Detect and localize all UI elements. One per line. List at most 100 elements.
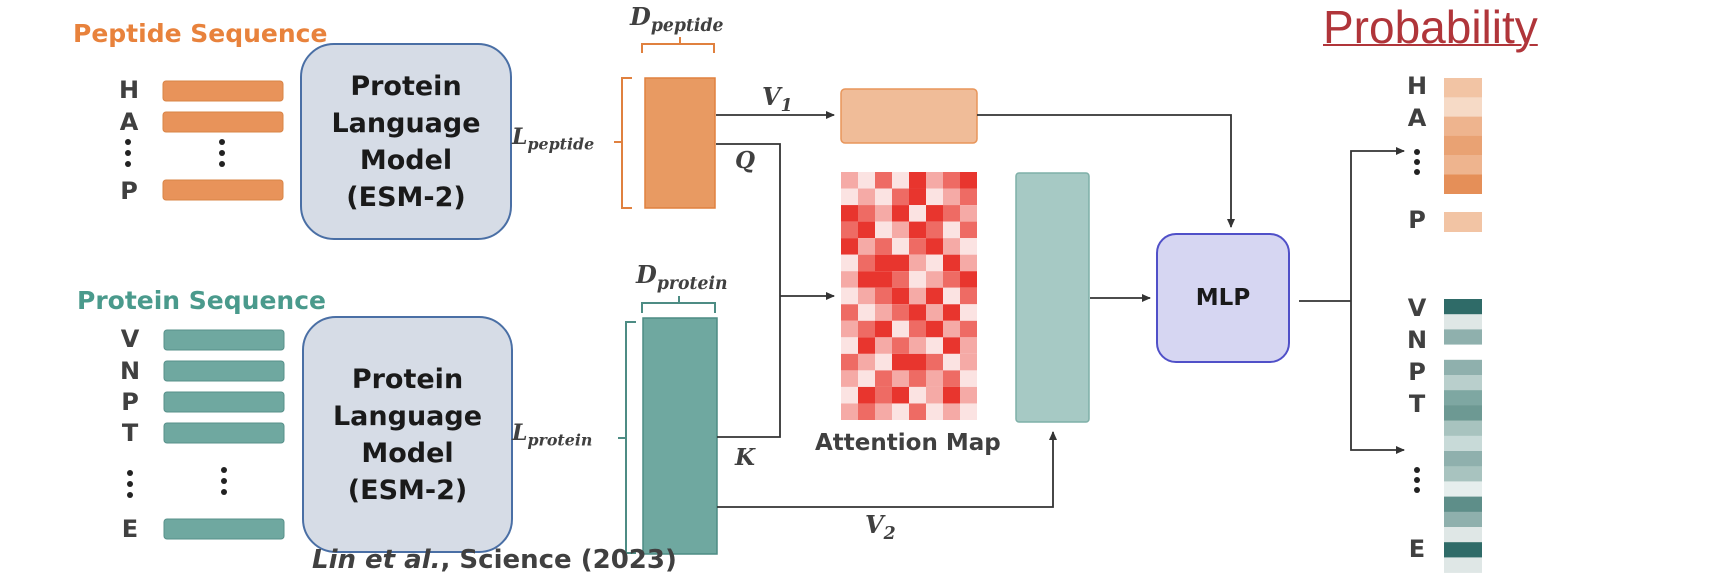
- attention-cell: [875, 386, 892, 404]
- connector-arrows: [716, 111, 1405, 508]
- v1-to-mlp-arrow: [977, 114, 1235, 228]
- peptide-token-bars: [162, 80, 284, 201]
- protein-probability-cell: [1444, 375, 1482, 391]
- attention-cell: [909, 370, 926, 387]
- attention-cell: [875, 370, 892, 387]
- protein-token-bar: [163, 518, 285, 540]
- peptide-output-arrow: [1350, 147, 1405, 301]
- plm-top-line3: Model: [359, 144, 453, 176]
- plm-bottom-line1: Protein: [351, 363, 464, 395]
- k-line: [717, 296, 781, 438]
- protein-probability-bar: [1444, 299, 1482, 573]
- plm-top-line2: Language: [331, 107, 481, 139]
- attention-cell: [841, 403, 858, 420]
- attention-cell: [909, 386, 926, 404]
- protein-probability-cell: [1444, 435, 1482, 452]
- attention-cell: [875, 188, 892, 206]
- attention-cell: [875, 205, 892, 222]
- attention-cell: [909, 403, 926, 420]
- attention-cell: [875, 287, 892, 305]
- attention-cell: [892, 304, 909, 321]
- attention-cell: [909, 221, 926, 239]
- v2-sub: 2: [883, 523, 896, 544]
- attention-cell: [960, 287, 977, 305]
- peptide-probability-cell: [1444, 135, 1482, 156]
- attention-cell: [926, 320, 943, 338]
- protein-embedding-matrix: [642, 317, 718, 555]
- prob-protein-letter: T: [1408, 390, 1426, 418]
- protein-probability-cell: [1444, 405, 1482, 421]
- attention-cell: [875, 403, 892, 420]
- attention-cell: [943, 172, 960, 189]
- attention-cell: [926, 254, 943, 272]
- peptide-probability-bar: [1444, 78, 1482, 232]
- prob-peptide-letter: P: [1408, 206, 1426, 234]
- attention-cell: [858, 271, 875, 288]
- d-peptide-sub: peptide: [650, 15, 724, 36]
- attention-cell: [960, 386, 977, 404]
- attention-cell: [926, 238, 943, 255]
- citation-rest: , Science (2023): [440, 545, 677, 575]
- attention-cell: [858, 403, 875, 420]
- attention-cell: [892, 205, 909, 222]
- v1-label: V1: [762, 82, 793, 116]
- v2-base: V: [865, 510, 884, 539]
- protein-letter: T: [121, 419, 139, 447]
- attention-cell: [926, 188, 943, 206]
- attention-cell: [841, 221, 858, 239]
- attention-cell: [892, 238, 909, 255]
- attention-cell: [943, 370, 960, 387]
- attention-cell: [841, 238, 858, 255]
- attention-cell: [960, 221, 977, 239]
- l-protein-base: L: [512, 420, 528, 446]
- attention-cell: [943, 353, 960, 371]
- attention-cell: [960, 337, 977, 354]
- l-peptide-sub: peptide: [527, 134, 595, 154]
- attention-cell: [841, 205, 858, 222]
- attention-cell: [841, 304, 858, 321]
- attention-cell: [926, 353, 943, 371]
- attention-cell: [960, 320, 977, 338]
- attention-cell: [943, 188, 960, 206]
- probability-title: Probability: [1323, 1, 1538, 53]
- v2-label: V2: [865, 510, 896, 544]
- d-protein-sub: protein: [656, 273, 728, 294]
- attention-cell: [841, 353, 858, 371]
- attention-cell: [892, 370, 909, 387]
- protein-probability-cell: [1444, 451, 1482, 467]
- attention-cell: [960, 254, 977, 272]
- attention-cell: [841, 271, 858, 288]
- attention-cell: [858, 188, 875, 206]
- citation-authors: Lin et al.: [312, 545, 441, 575]
- l-peptide-label: Lpeptide: [512, 124, 594, 153]
- v1-sub: 1: [780, 95, 793, 116]
- peptide-token-bar: [162, 80, 284, 102]
- ellipsis-dots: [125, 139, 1420, 498]
- protein-letter: V: [120, 325, 140, 353]
- attention-cell: [875, 221, 892, 239]
- protein-token-bar: [163, 329, 285, 351]
- attention-cell: [875, 320, 892, 338]
- q-label: Q: [735, 147, 756, 174]
- attention-cell: [926, 205, 943, 222]
- protein-letter: N: [119, 357, 141, 385]
- peptide-embedding-matrix: [644, 77, 716, 209]
- plm-top-line4: (ESM-2): [346, 181, 466, 213]
- attention-cell: [909, 172, 926, 189]
- citation: Lin et al., Science (2023): [312, 545, 677, 575]
- d-peptide-base: D: [630, 2, 651, 31]
- attention-cell: [892, 172, 909, 189]
- attention-cell: [892, 403, 909, 420]
- protein-probability-cell: [1444, 344, 1482, 361]
- attention-cell: [858, 287, 875, 305]
- protein-output-arrow: [1350, 301, 1405, 454]
- attention-cell: [858, 353, 875, 371]
- peptide-probability-cell: [1444, 174, 1482, 194]
- plm-top-box: Protein Language Model (ESM-2): [300, 43, 512, 240]
- attention-cell: [960, 370, 977, 387]
- protein-token-bar: [163, 360, 285, 382]
- attention-cell: [926, 304, 943, 321]
- attention-map: [841, 172, 977, 420]
- plm-bottom-line2: Language: [332, 400, 483, 432]
